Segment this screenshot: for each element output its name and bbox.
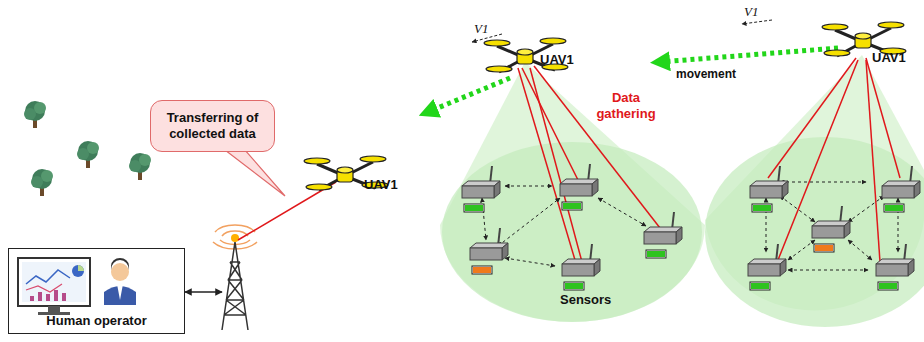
node-text: Human operator [46, 313, 146, 329]
sensor-icon [812, 206, 850, 238]
battery [752, 204, 772, 212]
sensor-icon [750, 166, 788, 198]
battery-level [753, 205, 771, 211]
battery-level [879, 283, 897, 289]
battery-level [751, 283, 769, 289]
battery [814, 244, 834, 252]
sensor-icon [462, 166, 500, 198]
battery [472, 266, 492, 274]
movement-label: movement [676, 67, 736, 81]
battery [464, 204, 484, 212]
callout-bubble: Transferring of collected data [150, 100, 275, 152]
uav-label: UAV1 [364, 177, 398, 192]
data-gathering-label: Data gathering [592, 90, 660, 121]
sensor-icon [644, 212, 682, 244]
battery-level [563, 203, 581, 209]
battery-level [647, 251, 665, 257]
sensor-icon [470, 228, 508, 260]
velocity-label: V1 [474, 21, 488, 37]
battery [750, 282, 770, 290]
battery [646, 250, 666, 258]
sensor-icon [562, 244, 600, 276]
battery-level [565, 283, 583, 289]
uav-label: UAV1 [540, 52, 574, 67]
sensor-icon [560, 164, 598, 196]
uav-label: UAV1 [872, 50, 906, 65]
battery [562, 202, 582, 210]
battery-level [465, 205, 483, 211]
battery [564, 282, 584, 290]
battery [878, 282, 898, 290]
battery-level [885, 205, 903, 211]
velocity-label: V1 [744, 4, 758, 20]
sensors-label: Sensors [560, 292, 611, 307]
battery-level [815, 245, 833, 251]
battery [884, 204, 904, 212]
node-text: Transferring of collected data [157, 110, 268, 143]
battery-level [473, 267, 491, 273]
sensor-icon [882, 166, 920, 198]
operator-box: Human operator [8, 248, 185, 334]
sensor-icon [748, 244, 786, 276]
sensor-icon [876, 244, 914, 276]
